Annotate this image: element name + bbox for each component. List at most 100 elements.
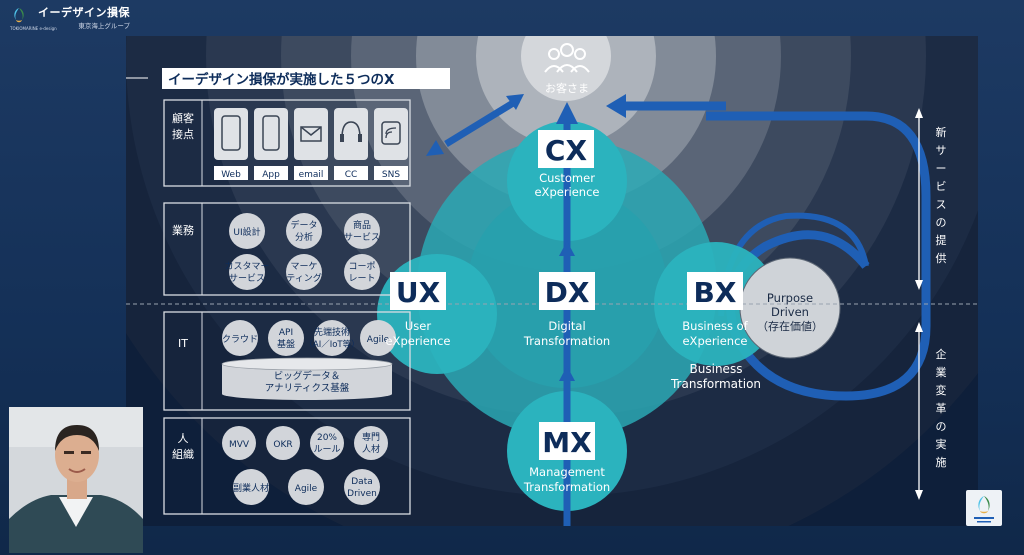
people-heading-2: 組織 <box>172 448 194 461</box>
webcam-presenter <box>9 407 143 553</box>
op-ui-design: UI設計 <box>233 226 260 238</box>
customer-label: お客さま <box>545 81 589 95</box>
tablet-icon <box>221 115 241 151</box>
top-char-1: サ <box>936 144 947 157</box>
purpose-label-2: Driven <box>771 305 809 319</box>
op-mkt-2: ティング <box>286 272 321 284</box>
people-20-1: 20% <box>317 433 337 443</box>
dx-label-2: Transformation <box>523 334 610 348</box>
channel-app: App <box>262 170 280 180</box>
presentation-slide: お客さま イーデザイン損保が実施した５つのX 顧客 接点 <box>126 36 978 526</box>
bx-node: BX Business of eXperience <box>682 272 749 348</box>
it-adv-2: （AI／IoT等） <box>304 339 359 350</box>
top-char-0: 新 <box>936 125 947 139</box>
slide-title: イーデザイン損保が実施した５つのX <box>168 71 395 88</box>
ux-label-1: User <box>405 319 431 333</box>
corner-brand-logo <box>966 490 1002 526</box>
bottom-char-2: 変 <box>936 383 947 397</box>
op-cs-1: カスタマー <box>224 261 269 272</box>
purpose-driven-node: Purpose Driven （存在価値） <box>757 291 823 333</box>
bottom-char-6: 施 <box>936 456 947 469</box>
op-product-1: 商品 <box>353 219 371 231</box>
mail-icon <box>300 126 322 142</box>
panel-touchpoints: 顧客 接点 <box>163 99 411 187</box>
op-product-2: サービス <box>344 232 380 243</box>
it-adv-1: 先端技術 <box>314 326 350 338</box>
people-sidejob: 副業人材 <box>233 482 269 494</box>
bx-label-2: eXperience <box>682 334 747 348</box>
it-agile: Agile <box>367 335 390 345</box>
business-transformation-1: Business <box>690 362 743 376</box>
people-okr: OKR <box>273 440 292 450</box>
title-bar <box>162 68 450 89</box>
brand-small-text: TOKIOMARINE e-design <box>10 26 57 31</box>
cx-label-1: Customer <box>539 171 595 185</box>
touchpoints-heading-1: 顧客 <box>172 111 194 125</box>
database-cylinder: ビッグデータ＆ アナリティクス基盤 <box>221 357 393 400</box>
people-mvv: MVV <box>229 440 250 450</box>
op-corp-2: レート <box>348 274 375 284</box>
people-20-2: ルール <box>313 445 340 455</box>
people-agile: Agile <box>295 484 318 494</box>
channel-email: email <box>299 170 324 180</box>
ux-badge: UX <box>396 276 441 309</box>
mx-label-2: Transformation <box>523 480 610 494</box>
op-data-2: 分析 <box>295 231 313 243</box>
top-char-2: ー <box>936 162 947 175</box>
business-transformation-2: Transformation <box>670 377 761 391</box>
channel-web: Web <box>221 170 241 180</box>
right-axis-top: 新 サ ー ビ ス の 提 供 <box>915 108 947 290</box>
bx-loop-arrow <box>706 111 931 401</box>
cx-badge: CX <box>545 134 588 167</box>
mx-label-1: Management <box>529 465 605 479</box>
top-char-7: 供 <box>936 251 947 265</box>
it-cloud: クラウド <box>222 334 258 345</box>
smartphone-icon <box>262 115 280 151</box>
dx-badge: DX <box>545 276 590 309</box>
purpose-label-1: Purpose <box>767 291 813 305</box>
op-mkt-1: マーケ <box>290 261 317 272</box>
cx-node: CX Customer eXperience <box>534 130 600 199</box>
purpose-label-3: （存在価値） <box>757 319 823 333</box>
panel-it: IT クラウド API 基盤 先端技術 （AI／IoT等） Agile ビッグデ… <box>163 311 411 411</box>
cx-label-2: eXperience <box>534 185 599 199</box>
rss-icon <box>381 121 401 145</box>
people-heading-1: 人 <box>178 432 189 445</box>
op-corp-1: コーポ <box>348 261 375 272</box>
ux-node: UX User eXperience <box>385 272 451 348</box>
it-api-2: 基盤 <box>277 338 295 350</box>
people-data-1: Data <box>351 477 373 487</box>
slide-graphic: お客さま イーデザイン損保が実施した５つのX 顧客 接点 <box>126 36 978 526</box>
it-heading: IT <box>178 337 188 350</box>
channel-sns: SNS <box>382 170 400 180</box>
logo-mark-icon: TOKIOMARINE e-design <box>8 6 57 31</box>
op-data-1: データ <box>290 219 317 231</box>
panel-people: 人 組織 MVV OKR 20% ルール 専門 人材 副業人材 Agile Da… <box>163 417 411 515</box>
customer-group-icon <box>544 43 590 73</box>
bx-label-1: Business of <box>682 319 748 333</box>
it-api-1: API <box>279 328 293 338</box>
channel-cc: CC <box>345 170 358 180</box>
people-specialist-1: 専門 <box>362 431 380 443</box>
mx-badge: MX <box>542 426 592 459</box>
mx-node: MX Management Transformation <box>523 422 610 494</box>
top-char-3: ビ <box>936 180 947 193</box>
top-char-5: の <box>936 216 947 229</box>
top-char-4: ス <box>936 198 947 211</box>
brand-logo: TOKIOMARINE e-design イーデザイン損保 東京海上グループ <box>8 3 130 31</box>
brand-title: イーデザイン損保 <box>38 6 130 19</box>
bottom-char-4: の <box>936 420 947 433</box>
right-axis-bottom: 企 業 変 革 の 実 施 <box>915 322 947 500</box>
bottom-char-5: 実 <box>936 437 947 451</box>
bottom-char-1: 業 <box>936 366 947 379</box>
it-platform-1: ビッグデータ＆ <box>274 370 341 382</box>
brand-subtitle: 東京海上グループ <box>78 22 130 30</box>
bottom-char-0: 企 <box>936 347 947 361</box>
top-char-6: 提 <box>936 234 947 247</box>
touchpoints-heading-2: 接点 <box>172 128 194 141</box>
people-specialist-2: 人材 <box>362 443 380 455</box>
operations-heading: 業務 <box>172 223 194 237</box>
op-cs-2: サービス <box>229 273 265 284</box>
headset-icon <box>340 121 362 142</box>
